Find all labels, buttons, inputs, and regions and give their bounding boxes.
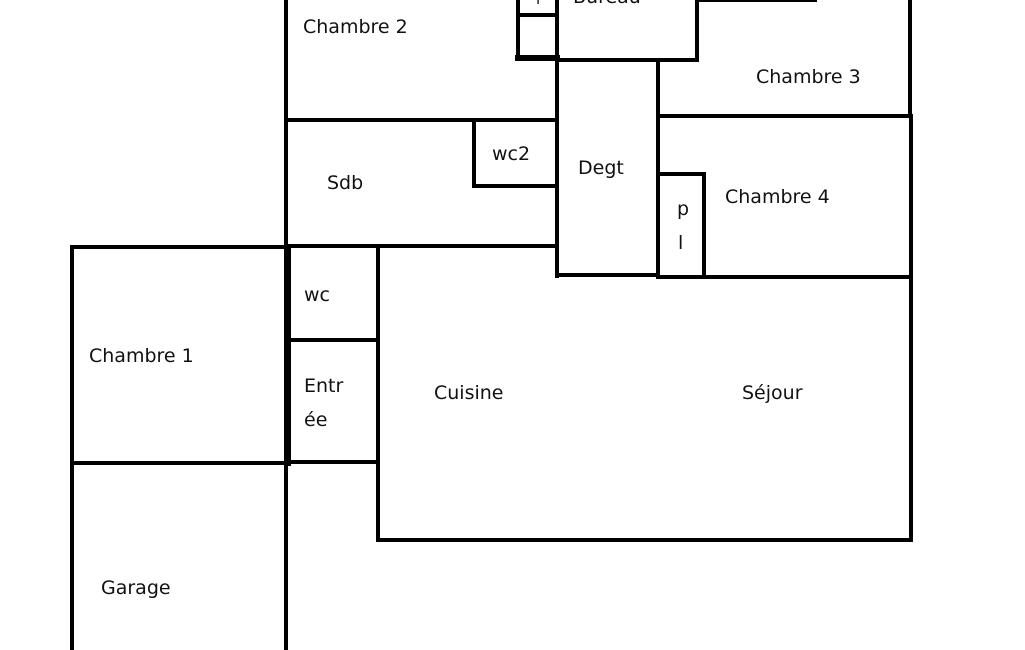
room-label-sdb: Sdb [327,172,364,194]
room-label-entree-line1: Entr [304,375,344,397]
room-label-cuisine: Cuisine [434,382,504,404]
room-label-chambre-2: Chambre 2 [303,16,408,38]
room-label-wc: wc [304,284,330,306]
room-label-wc2: wc2 [492,143,531,165]
room-label-chambre-1: Chambre 1 [89,345,194,367]
room-label-garage: Garage [101,577,171,599]
room-label-bureau: Bureau [573,0,641,8]
room-label-placard-line2: l [678,232,684,254]
room-label-entree-line2: ée [304,409,328,431]
room-label-sejour: Séjour [742,382,803,404]
room-label-degt: Degt [578,157,624,179]
room-label-chambre-3: Chambre 3 [756,66,861,88]
room-label-chambre-4: Chambre 4 [725,186,830,208]
room-label-placard-top: l [536,0,540,10]
room-label-placard-line1: p [677,198,690,220]
